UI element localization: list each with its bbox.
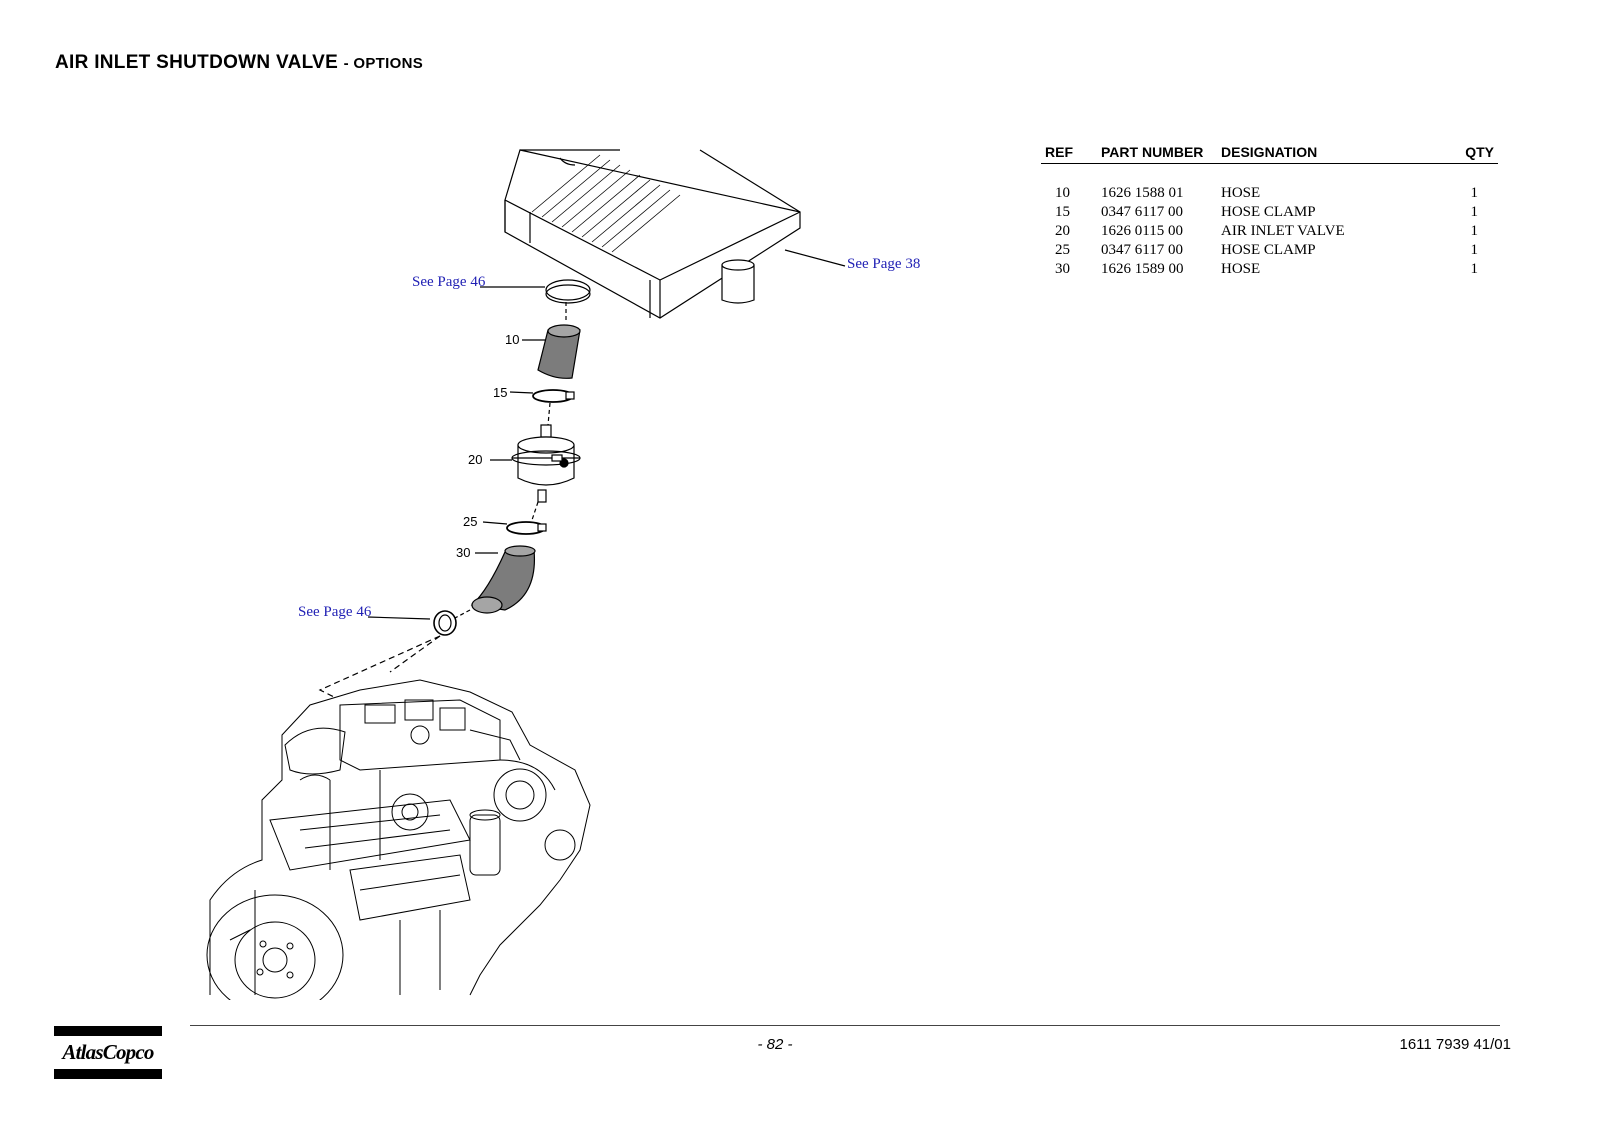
title-subtitle: - OPTIONS — [343, 55, 424, 72]
parts-table: REF PART NUMBER DESIGNATION QTY 10 1626 … — [1041, 141, 1498, 279]
header-ref: REF — [1041, 141, 1097, 164]
cell-part-number: 1626 1589 00 — [1101, 261, 1184, 277]
cell-ref: 20 — [1055, 223, 1070, 239]
table-row: 30 1626 1589 00 HOSE 1 — [1041, 260, 1498, 279]
table-row: 20 1626 0115 00 AIR INLET VALVE 1 — [1041, 222, 1498, 241]
cell-ref: 30 — [1055, 261, 1070, 277]
table-row: 15 0347 6117 00 HOSE CLAMP 1 — [1041, 203, 1498, 222]
logo-bar-top — [54, 1026, 162, 1036]
document-number: 1611 7939 41/01 — [1399, 1036, 1512, 1053]
cell-qty: 1 — [1470, 185, 1479, 201]
cell-designation: HOSE CLAMP — [1221, 242, 1316, 258]
cell-qty: 1 — [1470, 204, 1479, 220]
exploded-view-drawing — [206, 149, 846, 1000]
callout-25: 25 — [463, 514, 478, 529]
header-designation: DESIGNATION — [1217, 141, 1437, 164]
callout-15: 15 — [493, 385, 508, 400]
cell-qty: 1 — [1470, 242, 1479, 258]
air-inlet-valve-illustration — [511, 424, 581, 503]
title-main: AIR INLET SHUTDOWN VALVE — [55, 52, 339, 73]
callout-30: 30 — [456, 545, 471, 560]
cell-designation: HOSE CLAMP — [1221, 204, 1316, 220]
atlas-copco-logo: AtlasCopco — [54, 1026, 162, 1079]
cell-designation: HOSE — [1221, 185, 1261, 201]
cell-qty: 1 — [1470, 223, 1479, 239]
hose-30-illustration — [470, 549, 536, 611]
cell-part-number: 0347 6117 00 — [1101, 204, 1183, 220]
cell-designation: HOSE — [1221, 261, 1261, 277]
header-part-number: PART NUMBER — [1097, 141, 1217, 164]
logo-wordmark: AtlasCopco — [62, 1040, 154, 1064]
logo-bar-bottom — [54, 1069, 162, 1079]
cell-part-number: 1626 0115 00 — [1101, 223, 1183, 239]
cell-qty: 1 — [1470, 261, 1479, 277]
page-title: AIR INLET SHUTDOWN VALVE - OPTIONS — [55, 52, 423, 74]
cell-ref: 10 — [1055, 185, 1070, 201]
page-number: - 82 - — [757, 1036, 793, 1053]
see-page-38-link[interactable]: See Page 38 — [847, 256, 921, 272]
footer-divider — [190, 1025, 1500, 1026]
callout-10: 10 — [505, 332, 520, 347]
see-page-46-bottom-link[interactable]: See Page 46 — [298, 604, 372, 620]
radiator-illustration — [504, 149, 801, 319]
parts-table-header: REF PART NUMBER DESIGNATION QTY — [1041, 141, 1498, 164]
callout-20: 20 — [468, 452, 483, 467]
table-row: 10 1626 1588 01 HOSE 1 — [1041, 184, 1498, 203]
table-row: 25 0347 6117 00 HOSE CLAMP 1 — [1041, 241, 1498, 260]
cell-designation: AIR INLET VALVE — [1221, 223, 1345, 239]
cell-part-number: 0347 6117 00 — [1101, 242, 1183, 258]
see-page-46-top-link[interactable]: See Page 46 — [412, 274, 486, 290]
cell-ref: 15 — [1055, 204, 1070, 220]
cell-ref: 25 — [1055, 242, 1070, 258]
engine-illustration — [206, 679, 591, 1000]
hose-10-illustration — [537, 329, 581, 379]
header-qty: QTY — [1436, 141, 1498, 164]
cell-part-number: 1626 1588 01 — [1101, 185, 1184, 201]
